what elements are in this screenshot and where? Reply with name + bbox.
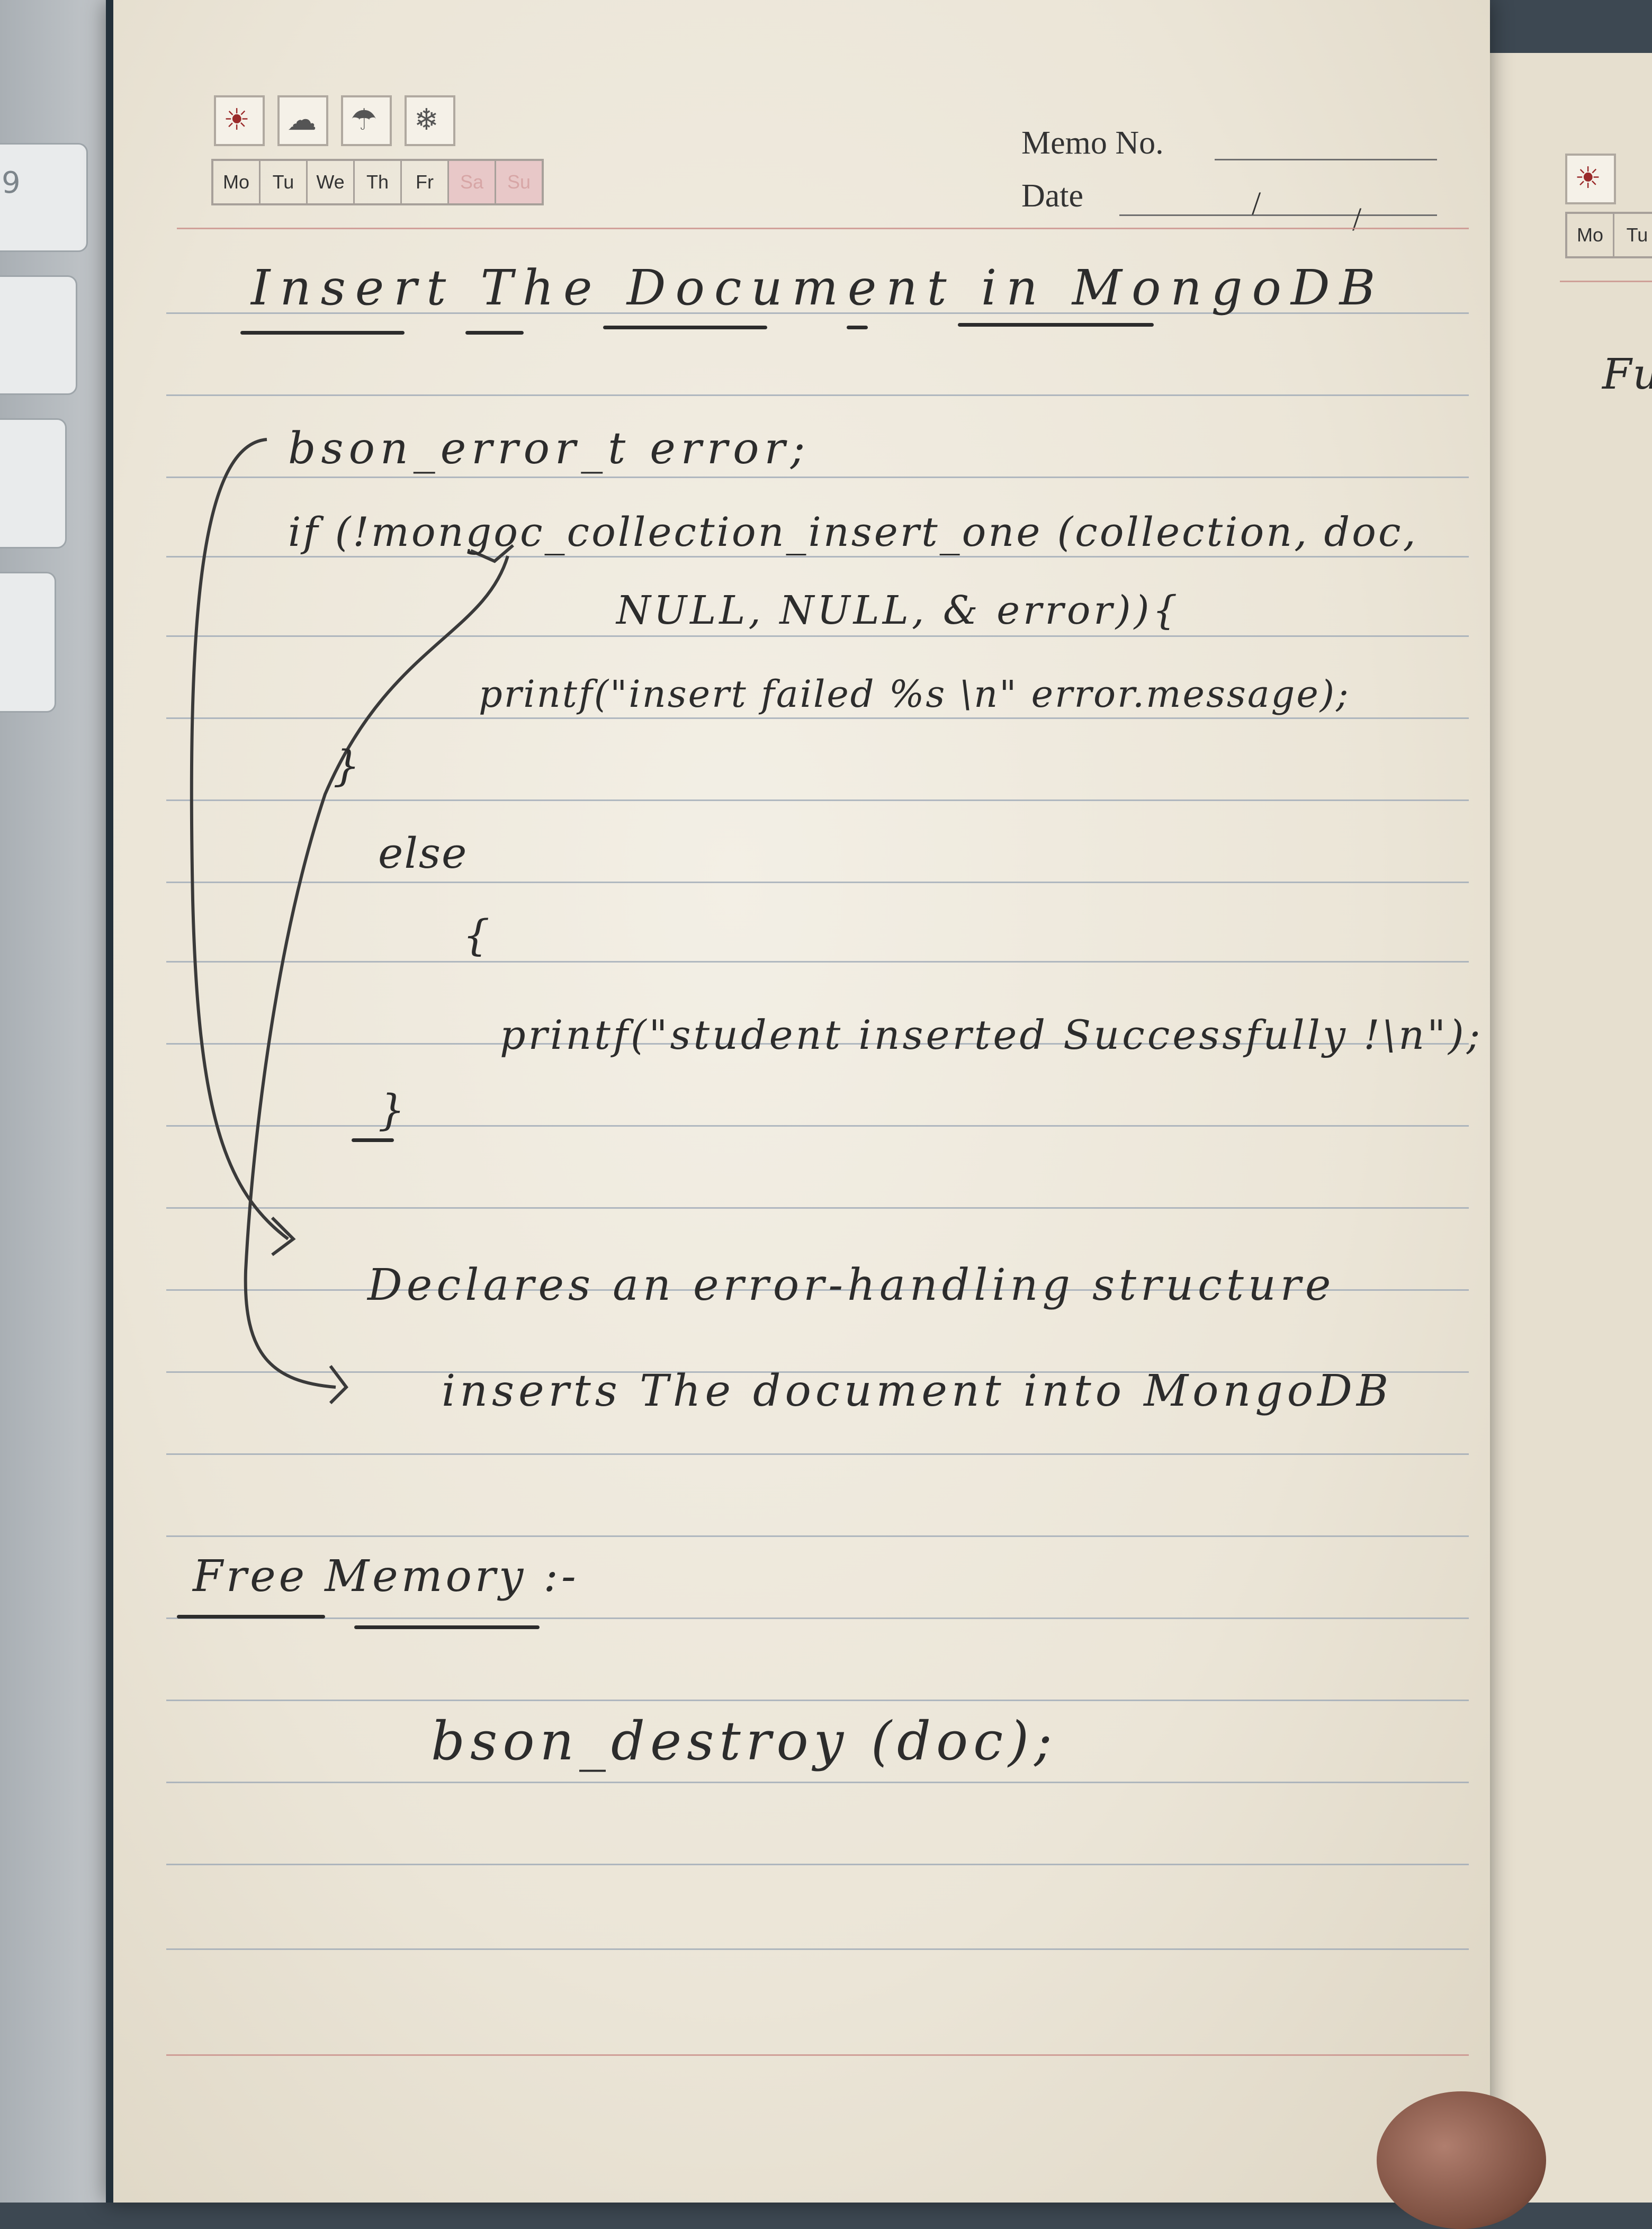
memo-number-blank <box>1215 159 1437 160</box>
title-underline <box>240 331 405 335</box>
date-separator: / <box>1252 186 1261 222</box>
title-underline <box>603 326 767 329</box>
sun-icon: ☀ <box>1565 154 1616 204</box>
keyboard-key: 9 <box>0 143 88 252</box>
weekday-strip: Mo Tu We Th Fr Sa Su <box>211 159 544 205</box>
code-line: } <box>333 741 361 790</box>
page-title: Insert The Document in MongoDB <box>251 259 1385 316</box>
title-underline <box>847 326 868 329</box>
next-page-day-cell: Mo <box>1567 214 1614 256</box>
annotation-arrows <box>190 438 514 1405</box>
keyboard-key <box>0 418 67 549</box>
cloud-icon: ☁ <box>277 95 328 146</box>
day-cell: Mo <box>213 161 261 203</box>
keyboard-key-label: 9 <box>2 166 21 200</box>
section-heading-underline <box>354 1625 540 1629</box>
day-cell: Tu <box>261 161 308 203</box>
code-line: bson_destroy (doc); <box>431 1710 1057 1772</box>
memo-number-label: Memo No. <box>1021 125 1164 161</box>
code-line: NULL, NULL, & error)){ <box>616 588 1181 633</box>
section-heading: Free Memory :- <box>193 1551 579 1602</box>
notebook-page: ☀ ☁ ☂ ❄ Mo Tu We Th Fr Sa Su Memo No. Da… <box>106 0 1490 2203</box>
code-line: } <box>378 1085 406 1135</box>
next-page-fragment: Fu <box>1602 349 1652 399</box>
explanation-line: Declares an error-handling structure <box>367 1260 1335 1310</box>
code-line: bson_error_t error; <box>288 424 811 474</box>
code-line: printf("student inserted Successfully !\… <box>500 1011 1483 1058</box>
rain-icon: ☂ <box>341 95 392 146</box>
day-cell: Fr <box>402 161 449 203</box>
day-cell: Sa <box>449 161 496 203</box>
title-underline <box>958 323 1154 327</box>
code-line: printf("insert failed %s \n" error.messa… <box>479 672 1350 716</box>
day-cell: We <box>308 161 355 203</box>
section-heading-underline <box>177 1615 325 1619</box>
snow-icon: ❄ <box>405 95 455 146</box>
date-label: Date <box>1021 178 1084 214</box>
thumb <box>1377 2091 1546 2229</box>
date-blank <box>1119 214 1437 216</box>
day-cell: Su <box>496 161 542 203</box>
code-line: else <box>378 829 468 878</box>
code-line: { <box>463 911 491 960</box>
day-cell: Th <box>355 161 402 203</box>
closing-brace-underline <box>352 1138 394 1142</box>
title-underline <box>465 331 524 335</box>
next-page-day-cell: Tu <box>1614 214 1652 256</box>
keyboard-key <box>0 572 56 713</box>
explanation-line: inserts The document into MongoDB <box>442 1366 1393 1416</box>
code-line: if (!mongoc_collection_insert_one (colle… <box>288 508 1418 555</box>
keyboard-key <box>0 275 77 395</box>
sun-icon: ☀ <box>214 95 265 146</box>
